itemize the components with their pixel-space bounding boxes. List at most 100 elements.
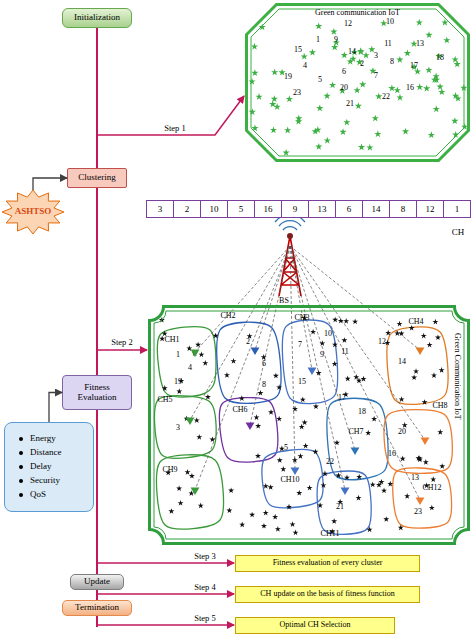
sequence-cell: 10 [200, 200, 228, 218]
bs-links [190, 246, 425, 500]
cluster-outline [282, 320, 337, 404]
step-label: Step 5 [194, 614, 216, 623]
node-number: 5 [284, 444, 288, 452]
sensor-star [439, 463, 445, 469]
sensor-star [370, 481, 376, 487]
green-star-field [248, 19, 468, 156]
node-number: 10 [386, 18, 394, 26]
cluster-heads [186, 347, 430, 505]
sensor-star [371, 416, 377, 422]
sensor-star [331, 518, 337, 524]
sensor-star [224, 372, 230, 378]
cluster-outline [217, 322, 281, 403]
octagon-border [247, 5, 469, 161]
bullet-dot [19, 479, 23, 483]
node-number: 16 [406, 84, 414, 92]
sensor-star [357, 48, 364, 55]
sensor-star [381, 488, 387, 494]
sensor-star [322, 471, 328, 477]
node-number: 2 [246, 338, 250, 346]
node-text: Initialization [74, 13, 120, 23]
sensor-star [194, 417, 200, 423]
sensor-star [437, 429, 443, 435]
cluster-label: CH10 [280, 476, 299, 484]
sensor-star [249, 512, 255, 518]
sensor-star [313, 403, 319, 409]
bullet-dot [19, 465, 23, 469]
cluster-outline [384, 410, 452, 474]
sensor-star [341, 51, 348, 58]
sensor-star [185, 469, 191, 475]
cluster-head-marker [191, 487, 200, 495]
sensor-star [316, 104, 323, 111]
sensor-star [159, 336, 165, 342]
sensor-star [338, 318, 344, 324]
phase-banner: Update [70, 574, 124, 590]
sensor-star [263, 483, 269, 489]
timeline-segment [96, 188, 98, 375]
network-panel: Green communication IoT [245, 3, 470, 162]
cluster-head-marker [291, 467, 300, 475]
sensor-star [196, 434, 202, 440]
node-number: 18 [358, 408, 366, 416]
node-number: 22 [326, 458, 334, 466]
cluster-label: CH9 [162, 466, 177, 474]
sensor-star [213, 333, 219, 339]
node-number: 9 [320, 351, 324, 359]
sensor-star [176, 485, 182, 491]
sensor-star [356, 474, 362, 480]
cluster-outline [387, 327, 448, 404]
cluster-outlines [155, 320, 453, 534]
sensor-star [345, 376, 351, 382]
node-number: 20 [340, 84, 348, 92]
frame-border [150, 307, 469, 544]
sensor-star [425, 66, 432, 73]
sensor-star [433, 105, 440, 112]
sensor-star [251, 43, 258, 50]
black-star-field [159, 315, 445, 535]
sequence-cell: 14 [362, 200, 390, 218]
sensor-star [396, 94, 403, 101]
node-number: 19 [284, 73, 292, 81]
timeline-segment [96, 410, 98, 574]
sensor-star [359, 81, 366, 88]
node-text: Fitness Evaluation [65, 383, 129, 403]
step-arrow [97, 593, 234, 595]
sensor-star [433, 76, 440, 83]
sensor-star [255, 423, 261, 429]
sensor-star [283, 149, 290, 156]
sensor-star [372, 115, 379, 122]
sensor-star [435, 334, 441, 340]
cluster-head-marker [186, 417, 195, 425]
sensor-star [451, 117, 458, 124]
node-number: 21 [346, 100, 354, 108]
sensor-star [356, 495, 362, 501]
sensor-star [295, 118, 302, 125]
node-number: 20 [398, 428, 406, 436]
criteria-box: EnergyDistanceDelaySecurityQoS [4, 422, 94, 512]
node-number: 6 [262, 360, 266, 368]
sensor-star [271, 95, 278, 102]
sensor-star [454, 95, 461, 102]
sensor-star [366, 144, 373, 151]
sensor-star [292, 406, 298, 412]
sensor-star [334, 440, 340, 446]
sequence-cell: 8 [389, 200, 417, 218]
sensor-star [270, 126, 277, 133]
node-number: 14 [398, 358, 406, 366]
sensor-star [332, 361, 338, 367]
step-arrow [97, 562, 234, 564]
sensor-star [452, 56, 459, 63]
phase-box: Fitness Evaluation [62, 375, 132, 410]
cluster-outline [155, 396, 217, 459]
node-number: 1 [316, 36, 320, 44]
sensor-star [255, 93, 262, 100]
sensor-star [352, 319, 358, 325]
sensor-star [162, 385, 168, 391]
cluster-label: CH1 [164, 336, 179, 344]
criteria-row: Delay [19, 460, 52, 474]
sensor-star [272, 514, 278, 520]
sequence-cell: 5 [227, 200, 255, 218]
